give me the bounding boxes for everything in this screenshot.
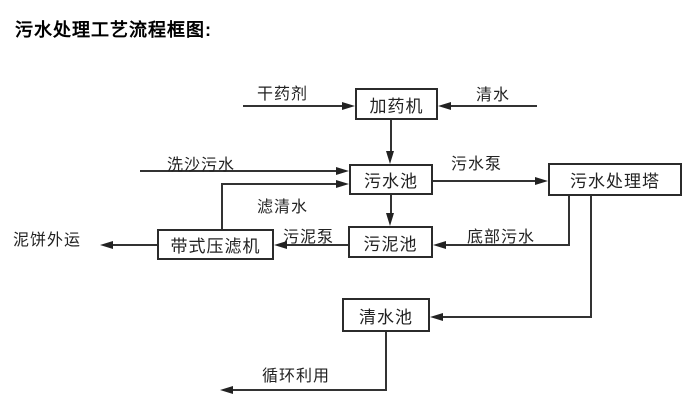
node-sludge-pool: 污泥池 <box>348 226 433 258</box>
arrow-dry-agent <box>342 102 355 110</box>
label-mud-cake-out: 泥饼外运 <box>13 232 82 249</box>
line-bottom-sewage-vertical <box>568 196 570 246</box>
arrow-sand-washing <box>336 167 349 175</box>
arrow-bottom-sewage <box>433 241 446 249</box>
line-dry-agent <box>243 105 342 107</box>
label-sand-washing-sewage: 洗沙污水 <box>167 157 236 174</box>
line-sewage-pump <box>433 180 535 182</box>
label-dry-agent: 干药剂 <box>257 86 309 103</box>
arrow-sewage-to-sludge <box>386 213 394 226</box>
node-clear-water-pool: 清水池 <box>342 298 430 332</box>
arrow-dosing-to-sewage <box>386 151 394 164</box>
arrow-recycle <box>220 386 233 394</box>
node-treatment-tower: 污水处理塔 <box>548 163 682 196</box>
arrow-tower-to-clear <box>430 313 443 321</box>
label-sewage-pump: 污水泵 <box>451 156 503 173</box>
line-sludge-pump <box>287 244 348 246</box>
line-mud-cake-out <box>113 244 157 246</box>
node-dosing-machine: 加药机 <box>355 88 438 120</box>
line-sewage-to-sludge <box>390 195 392 213</box>
node-sewage-pool: 污水池 <box>349 164 433 195</box>
label-bottom-sewage: 底部污水 <box>467 229 536 246</box>
line-filtered-water-vertical <box>221 183 223 229</box>
label-clean-water: 清水 <box>476 87 511 104</box>
line-clean-water <box>451 105 537 107</box>
arrow-clean-water <box>438 102 451 110</box>
line-recycle <box>233 389 387 391</box>
label-sludge-pump: 污泥泵 <box>283 229 335 246</box>
arrow-filtered-water <box>336 180 349 188</box>
line-filtered-water <box>221 183 336 185</box>
line-bottom-sewage <box>446 244 570 246</box>
line-sand-washing <box>140 170 336 172</box>
label-recycle-use: 循环利用 <box>262 368 331 385</box>
arrow-mud-cake-out <box>100 241 113 249</box>
line-dosing-to-sewage <box>390 120 392 152</box>
arrow-sludge-pump <box>274 241 287 249</box>
line-recycle-vertical <box>385 332 387 391</box>
node-belt-filter-press: 带式压滤机 <box>157 229 274 260</box>
diagram-title: 污水处理工艺流程框图: <box>15 20 212 40</box>
arrow-sewage-pump <box>535 177 548 185</box>
line-tower-to-clear-vertical <box>590 196 592 318</box>
label-filtered-water: 滤清水 <box>257 199 309 216</box>
line-tower-to-clear <box>443 316 592 318</box>
